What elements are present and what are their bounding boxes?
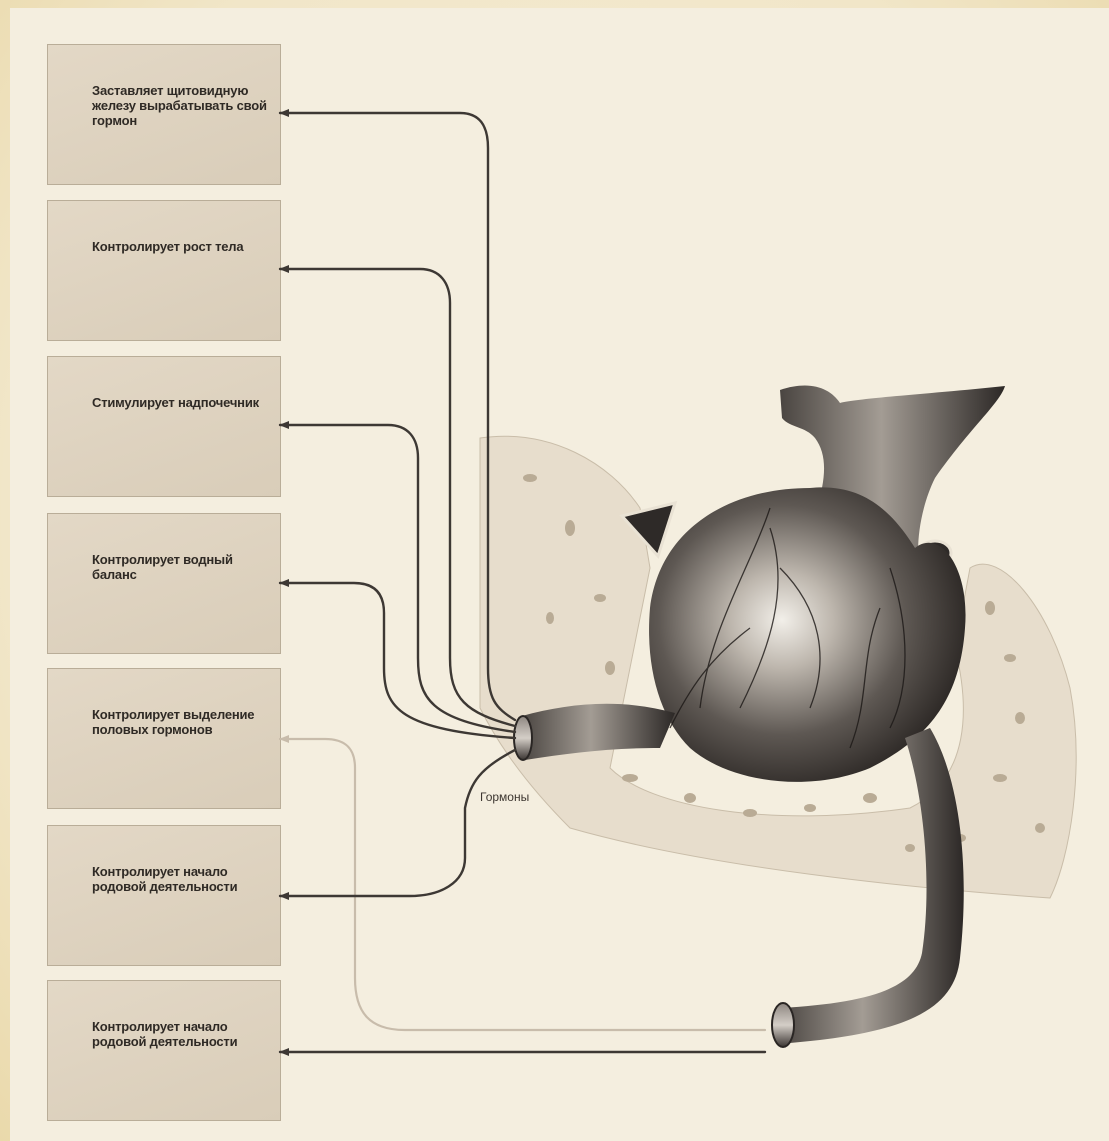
hormones-label: Гормоны [480,790,529,804]
posterior-vessel-opening [772,1003,794,1047]
pituitary-illustration [10,8,1109,1141]
arrow-sex-hormones [280,739,765,1030]
arrow-labor-1 [280,750,515,896]
anterior-vessel-opening [514,716,532,760]
diagram-panel: Заставляет щитовидную железу вырабатыват… [10,8,1109,1141]
